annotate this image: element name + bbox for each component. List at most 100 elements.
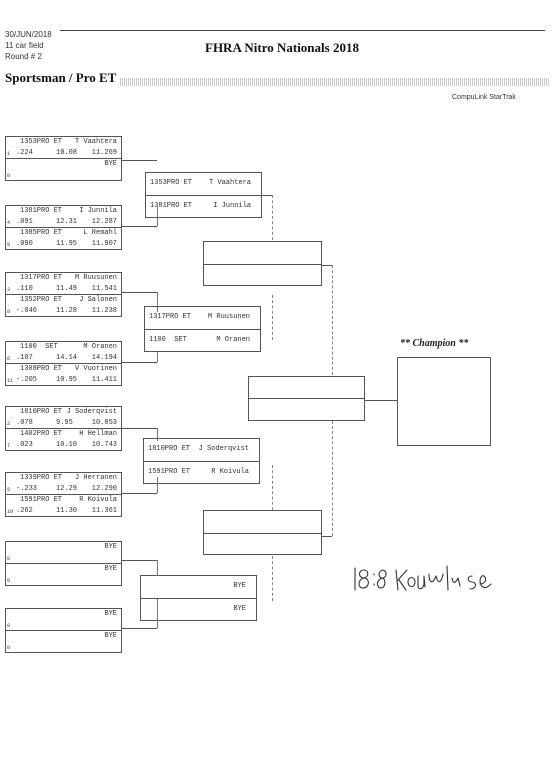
racer-entry: BYE (141, 599, 256, 622)
dial-in: 14.14 (56, 354, 78, 362)
car-class: 1381PRO ET (20, 207, 63, 215)
dial-in: 10.08 (56, 149, 78, 157)
car-class: 1810PRO ET (20, 408, 63, 416)
racer-entry: 1591PRO ET R Koivula 10.262 11.30 11.361 (6, 495, 121, 517)
connector (122, 428, 157, 429)
car-class: 1317PRO ET (149, 313, 192, 321)
car-class: 1591PRO ET (20, 496, 63, 504)
dial-in: 11.95 (56, 240, 78, 248)
reaction-time: .078 (16, 419, 33, 427)
car-class: 1352PRO ET (20, 296, 63, 304)
connector (122, 493, 157, 494)
reaction-time: .224 (16, 149, 33, 157)
car-class: 1353PRO ET (150, 179, 193, 187)
event-title: FHRA Nitro Nationals 2018 (205, 40, 359, 55)
car-class: 1317PRO ET (20, 274, 63, 282)
elapsed-time: 12.290 (91, 485, 117, 493)
lane-number: 7 (7, 443, 11, 449)
car-class: 1402PRO ET (20, 430, 63, 438)
connector (122, 362, 157, 363)
car-class: 1308PRO ET (20, 365, 63, 373)
connector (157, 352, 158, 362)
racer-name: BYE (104, 160, 117, 168)
car-class: 1100 SET (149, 336, 187, 344)
reaction-time: -.233 (16, 485, 38, 493)
elapsed-time: 11.907 (91, 240, 117, 248)
racer-entry: BYE (141, 576, 256, 599)
racer-name: T Vaahtera (74, 138, 117, 146)
connector (272, 465, 273, 510)
racer-name: L Remahl (83, 229, 117, 237)
connector (157, 428, 158, 441)
signature-scribble (354, 565, 492, 591)
connector (157, 292, 158, 312)
racer-entry: BYE 0 (6, 542, 121, 564)
lane-number: 3 (7, 287, 11, 293)
racer-name: I Junnila (213, 202, 251, 210)
lane-number: 0 (7, 578, 11, 584)
semifinal-lane-top (204, 242, 321, 265)
elapsed-time: 11.269 (91, 149, 117, 157)
lane-number: 0 (7, 556, 11, 562)
car-class: 1100 SET (20, 343, 58, 351)
final-box (248, 376, 365, 421)
dial-in: 11.30 (56, 507, 78, 515)
lane-number: 2 (7, 421, 11, 427)
handwritten-note (352, 562, 502, 601)
racer-name: J Soderqvist (66, 408, 117, 416)
reaction-time: -.205 (16, 376, 38, 384)
final-lane-top (249, 377, 364, 399)
lane-number: 6 (7, 356, 11, 362)
elapsed-time: 10.053 (91, 419, 117, 427)
racer-name: BYE (104, 610, 117, 618)
racer-name: BYE (104, 543, 117, 551)
connector (332, 265, 333, 375)
racer-name: J Soderqvist (198, 445, 249, 453)
racer-name: R Koivula (79, 496, 117, 504)
connector (122, 160, 157, 161)
racer-name: BYE (233, 605, 246, 613)
elapsed-time: 11.361 (91, 507, 117, 515)
elapsed-time: 12.287 (91, 218, 117, 226)
racer-name: J Salonen (79, 296, 117, 304)
connector (122, 560, 157, 561)
lane-number: 8 (7, 309, 11, 315)
reaction-time: .262 (16, 507, 33, 515)
elapsed-time: 14.194 (91, 354, 117, 362)
connector (272, 195, 273, 240)
dial-in: 10.10 (56, 441, 78, 449)
racer-name: J Herranen (74, 474, 117, 482)
connector (122, 628, 157, 629)
connector (272, 295, 273, 340)
reaction-time: .107 (16, 354, 33, 362)
car-class: 1353PRO ET (20, 138, 63, 146)
lane-number: 0 (7, 645, 11, 651)
reaction-time: .091 (16, 218, 33, 226)
race-date: 30/JUN/2018 (5, 30, 52, 39)
racer-name: BYE (233, 582, 246, 590)
round-number: Round # 2 (5, 52, 42, 61)
reaction-time: .023 (16, 441, 33, 449)
connector (322, 265, 332, 266)
class-title: Sportsman / Pro ET (5, 70, 117, 85)
lane-number: 10 (7, 509, 14, 515)
connector (157, 560, 158, 576)
connector (157, 477, 158, 493)
